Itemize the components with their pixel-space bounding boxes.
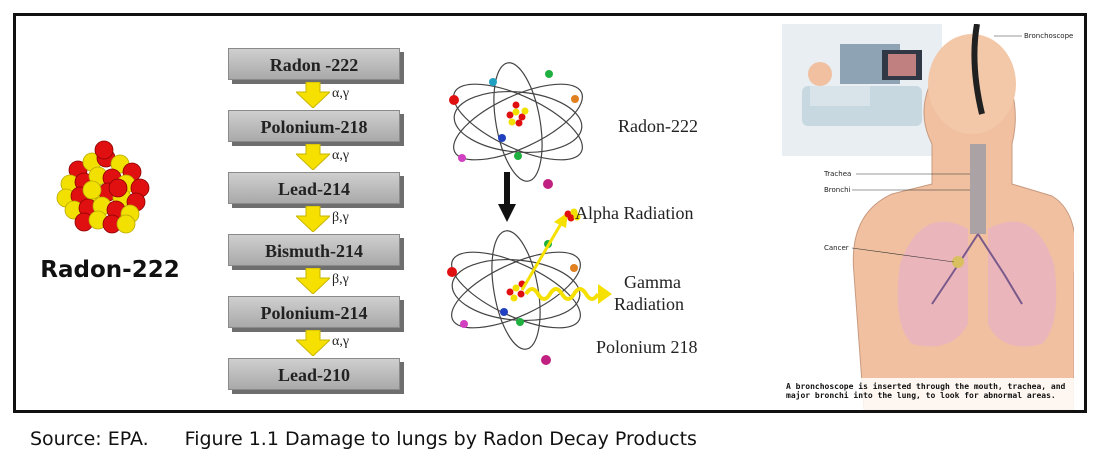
down-arrow-icon [296, 82, 330, 108]
trachea-label: Trachea [824, 170, 852, 178]
emission-label: β,γ [332, 210, 349, 225]
radon-222-label: Radon-222 [40, 257, 180, 283]
chain-box-lead-214: Lead-214 [228, 172, 400, 204]
gamma-wave-icon [524, 284, 612, 304]
polonium-atom-diagram [447, 208, 612, 365]
gamma-label-line2: Radiation [614, 294, 684, 314]
chain-box-radon-222: Radon -222 [228, 48, 400, 80]
alpha-particle-icon [564, 208, 581, 222]
bronchoscope-label: Bronchoscope [1024, 32, 1074, 40]
body-illustration [782, 24, 1074, 410]
down-arrow-icon [296, 206, 330, 232]
chain-box-polonium-214: Polonium-214 [228, 296, 400, 328]
figure-caption: Source: EPA. Figure 1.1 Damage to lungs … [30, 428, 697, 458]
figure-title: Figure 1.1 Damage to lungs by Radon Deca… [184, 428, 697, 450]
illustration-caption: A bronchoscope is inserted through the m… [786, 382, 1066, 400]
atom-top-label: Radon-222 [618, 116, 698, 136]
decay-arrow-icon [498, 172, 516, 222]
down-arrow-icon [296, 144, 330, 170]
radon-atom-diagram [449, 62, 583, 189]
gamma-label-line1: Gamma [624, 272, 681, 292]
atom-bottom-label: Polonium 218 [596, 337, 698, 357]
alpha-arrow-icon [520, 212, 568, 291]
alpha-radiation-label: Alpha Radiation [575, 203, 694, 223]
radon-nucleus-cluster [56, 140, 150, 234]
chain-box-lead-210: Lead-210 [228, 358, 400, 390]
chain-box-polonium-218: Polonium-218 [228, 110, 400, 142]
chain-box-bismuth-214: Bismuth-214 [228, 234, 400, 266]
emission-label: α,γ [332, 334, 350, 349]
source-label: Source: EPA. [30, 428, 149, 450]
emission-label: β,γ [332, 272, 349, 287]
emission-label: α,γ [332, 86, 350, 101]
emission-label: α,γ [332, 148, 350, 163]
bronchoscopy-illustration: Bronchoscope Trachea Bronchi Cancer A br… [782, 24, 1074, 410]
cancer-label: Cancer [824, 244, 849, 252]
bronchi-label: Bronchi [824, 186, 851, 194]
down-arrow-icon [296, 330, 330, 356]
down-arrow-icon [296, 268, 330, 294]
